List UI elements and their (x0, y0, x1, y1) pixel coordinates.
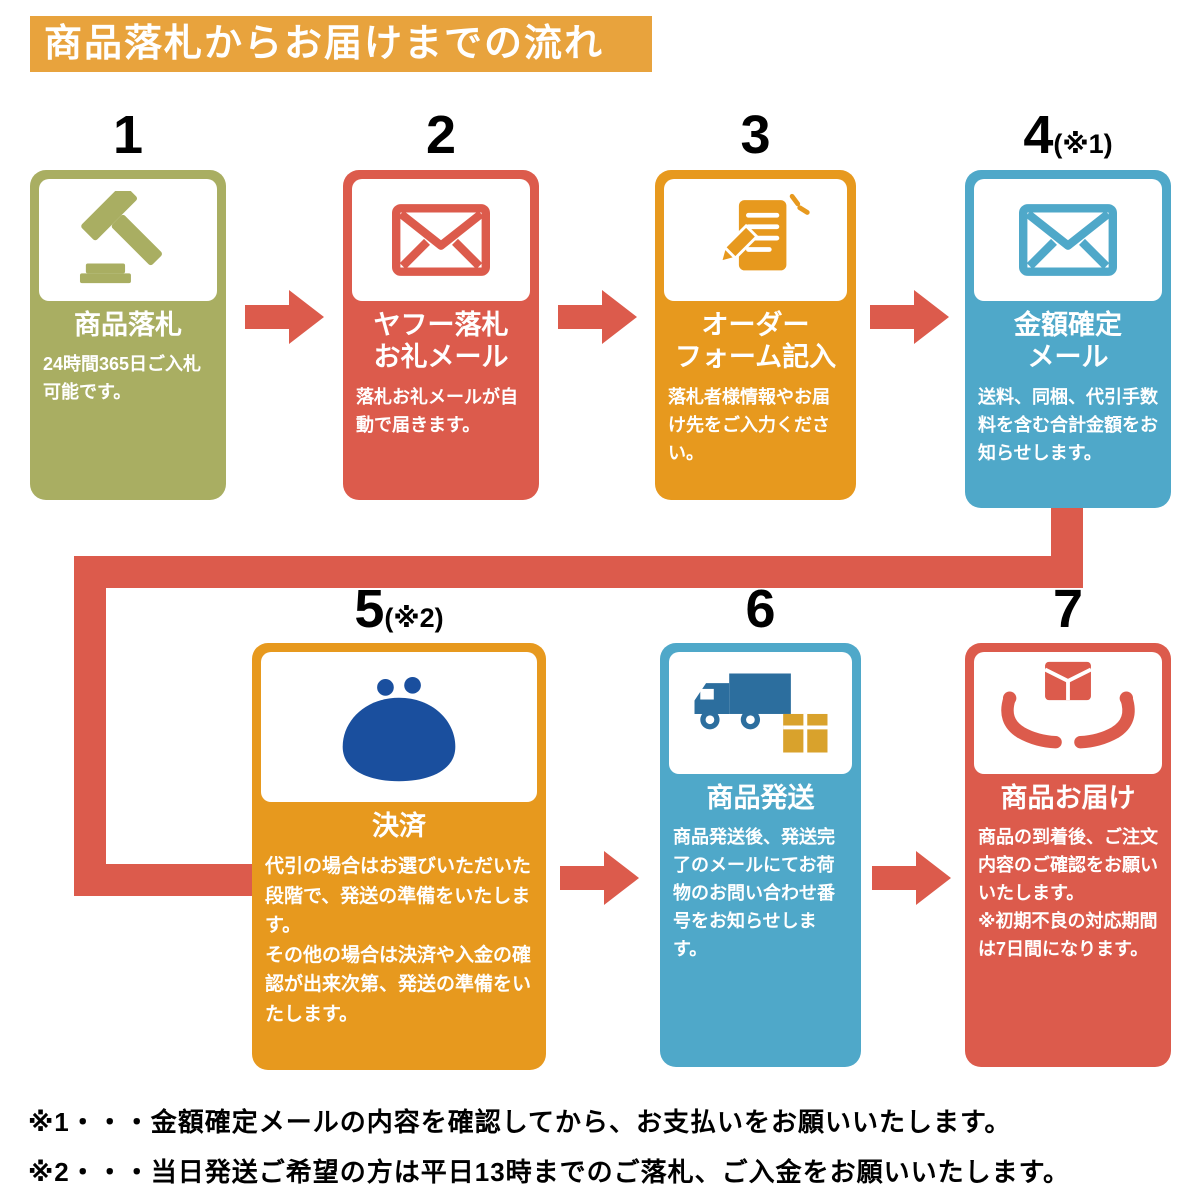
flow-arrow-3-4 (870, 288, 950, 346)
step-4-box: 金額確定 メール 送料、同梱、代引手数料を含む合計金額をお知らせします。 (965, 170, 1171, 508)
flow-connector-into-5 (74, 864, 256, 896)
arrow-right-icon (558, 290, 637, 344)
step-6-title: 商品発送 (706, 783, 815, 813)
step-6-box: 商品発送 商品発送後、発送完了のメールにてお荷物のお問い合わせ番号をお知らせしま… (660, 643, 861, 1067)
step-number-text: 6 (745, 579, 776, 639)
flow-arrow-2-3 (558, 288, 638, 346)
step-2-title: ヤフー落札 お礼メール (373, 310, 509, 373)
arrow-right-icon (560, 851, 639, 905)
step-1-icon-area (39, 179, 217, 301)
order-form-icon (718, 193, 810, 271)
flow-arrow-6-7 (872, 849, 952, 907)
step-7-title: 商品お届け (1000, 783, 1136, 813)
step-number-text: 1 (112, 105, 144, 165)
step-4-icon-area (974, 179, 1162, 301)
step-4-desc: 送料、同梱、代引手数料を含む合計金額をお知らせします。 (978, 386, 1158, 463)
step-1-number: 1 (30, 106, 226, 173)
flow-connector-across (74, 556, 1083, 588)
step-6-icon-area (669, 652, 852, 774)
step-7-desc: 商品の到着後、ご注文内容のご確認をお願いいたします。 ※初期不良の対応期間は7日… (978, 827, 1158, 959)
page-title: 商品落札からお届けまでの流れ (44, 23, 605, 65)
step-2-icon-area (352, 179, 530, 301)
step-4-title: 金額確定 メール (1014, 310, 1122, 373)
step-3-icon-area (664, 179, 847, 301)
step-1-desc: 24時間365日ご入札可能です。 (43, 354, 202, 403)
step-6-desc: 商品発送後、発送完了のメールにてお荷物のお問い合わせ番号をお知らせします。 (673, 827, 835, 959)
step-number-text: 4 (1023, 105, 1054, 165)
step-number-text: 2 (425, 105, 457, 165)
hands-package-icon (1001, 661, 1135, 749)
gavel-icon (79, 191, 162, 284)
step-3-desc: 落札者様情報やお届け先をご入力ください。 (668, 386, 830, 463)
arrow-right-icon (872, 851, 951, 905)
step-2-number: 2 (343, 106, 539, 173)
mail-icon (392, 204, 490, 276)
step-number-text: 7 (1052, 579, 1084, 639)
step-3-number: 3 (655, 106, 856, 173)
step-5-box: 決済 代引の場合はお選びいただいた段階で、発送の準備をいたします。 その他の場合… (252, 643, 546, 1070)
step-4-number: 4(※1) (965, 106, 1171, 173)
arrow-right-icon (870, 290, 949, 344)
truck-icon (694, 673, 827, 753)
step-2-box: ヤフー落札 お礼メール 落札お礼メールが自動で届きます。 (343, 170, 539, 500)
step-7-icon-area (974, 652, 1162, 774)
step-number-suffix: (※1) (1053, 129, 1113, 159)
step-6-number: 6 (660, 580, 861, 647)
footnote-1: ※1・・・金額確定メールの内容を確認してから、お支払いをお願いいたします。 (28, 1107, 1012, 1137)
step-5-icon-area (261, 652, 537, 802)
step-number-text: 3 (740, 105, 771, 165)
step-2-desc: 落札お礼メールが自動で届きます。 (356, 386, 518, 435)
arrow-right-icon (245, 290, 324, 344)
flow-arrow-5-6 (560, 849, 640, 907)
step-3-title: オーダー フォーム記入 (674, 310, 837, 373)
flow-connector-down-left (74, 556, 106, 896)
flow-arrow-1-2 (245, 288, 325, 346)
step-7-number: 7 (965, 580, 1171, 647)
step-number-suffix: (※2) (384, 603, 444, 633)
purse-icon (342, 676, 456, 782)
step-5-desc: 代引の場合はお選びいただいた段階で、発送の準備をいたします。 その他の場合は決済… (265, 856, 532, 1025)
step-1-title: 商品落札 (74, 310, 182, 340)
step-3-box: オーダー フォーム記入 落札者様情報やお届け先をご入力ください。 (655, 170, 856, 500)
step-5-title: 決済 (372, 811, 426, 841)
footnote-2: ※2・・・当日発送ご希望の方は平日13時までのご落札、ご入金をお願いいたします。 (28, 1157, 1071, 1187)
title-banner: 商品落札からお届けまでの流れ (30, 16, 652, 72)
step-number-text: 5 (354, 579, 385, 639)
step-1-box: 商品落札 24時間365日ご入札可能です。 (30, 170, 226, 500)
step-5-number: 5(※2) (252, 580, 546, 647)
mail-icon (1019, 204, 1117, 276)
step-7-box: 商品お届け 商品の到着後、ご注文内容のご確認をお願いいたします。 ※初期不良の対… (965, 643, 1171, 1067)
